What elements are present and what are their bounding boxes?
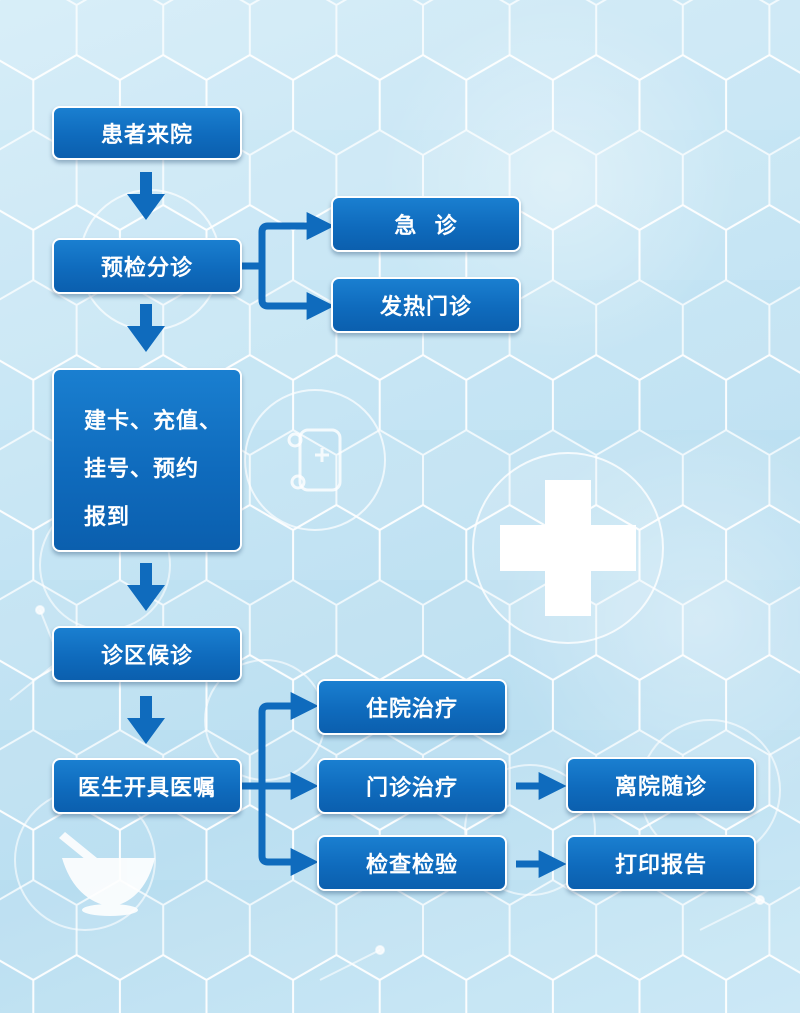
down-arrows: [127, 172, 165, 744]
node-inpatient: 住院治疗: [317, 679, 507, 735]
branch-to-fever: [258, 266, 335, 320]
medical-cross-icon: [500, 480, 636, 616]
node-triage: 预检分诊: [52, 238, 242, 294]
node-waiting: 诊区候诊: [52, 626, 242, 682]
down-arrow-3: [127, 563, 165, 611]
mortar-pestle-icon: [59, 832, 155, 916]
node-outpatient: 门诊治疗: [317, 758, 507, 814]
registration-line-1: 建卡、充值、: [84, 409, 223, 434]
node-fever-clinic: 发热门诊: [331, 277, 521, 333]
node-examination: 检查检验: [317, 835, 507, 891]
registration-line-2: 挂号、预约: [84, 457, 200, 482]
down-arrow-4: [127, 696, 165, 744]
test-tube-icon: [287, 428, 342, 492]
node-arrival: 患者来院: [52, 106, 242, 160]
down-arrow-2: [127, 304, 165, 352]
branch-to-exam: [258, 786, 319, 876]
node-leave-followup: 离院随诊: [566, 757, 756, 813]
branch-to-inpatient: [242, 692, 319, 790]
branch-to-emergency: [242, 212, 335, 270]
registration-line-3: 报到: [84, 505, 131, 530]
down-arrow-1: [127, 172, 165, 220]
node-emergency: 急 诊: [331, 196, 521, 252]
node-registration: 建卡、充值、 挂号、预约 报到: [52, 368, 242, 552]
node-print-report: 打印报告: [566, 835, 756, 891]
node-doctor-orders: 医生开具医嘱: [52, 758, 242, 814]
